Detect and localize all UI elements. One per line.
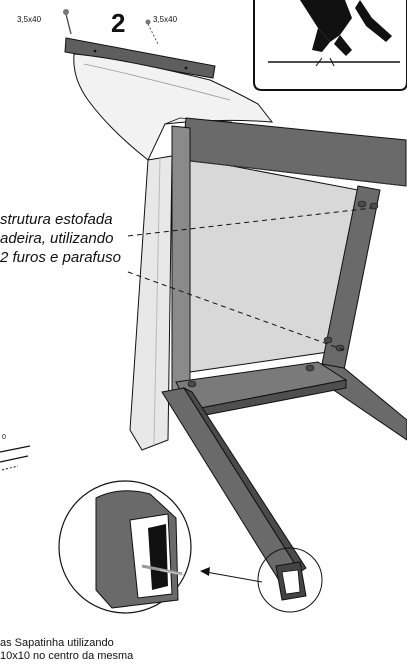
screw-label-right: 3,5x40 [153, 15, 178, 24]
front-leg [161, 386, 307, 583]
callout-lines [127, 207, 373, 351]
back-leg [129, 155, 173, 451]
detail-arrow [200, 567, 263, 583]
screw-label-left: 3,5x40 [17, 15, 42, 24]
top-screws [63, 9, 159, 45]
callout-line-1: strutura estofada [0, 211, 113, 228]
callout-line-3: 2 furos e parafuso [0, 249, 121, 266]
detail-magnifier [58, 480, 192, 614]
side-screw-label: 0 [2, 434, 6, 441]
seat-frame-left-rail [171, 125, 191, 393]
foot-pad-circle [257, 547, 323, 613]
footer-line-2: 10x10 no centro da mesma [0, 650, 134, 662]
warning-pictogram [253, 0, 407, 91]
footer-line-1: as Sapatinha utilizando [0, 637, 114, 649]
side-screws [0, 445, 31, 471]
callout-line-2: adeira, utilizando [0, 230, 114, 247]
backrest-top-bar [64, 37, 216, 79]
step-number: 2 [111, 8, 126, 38]
